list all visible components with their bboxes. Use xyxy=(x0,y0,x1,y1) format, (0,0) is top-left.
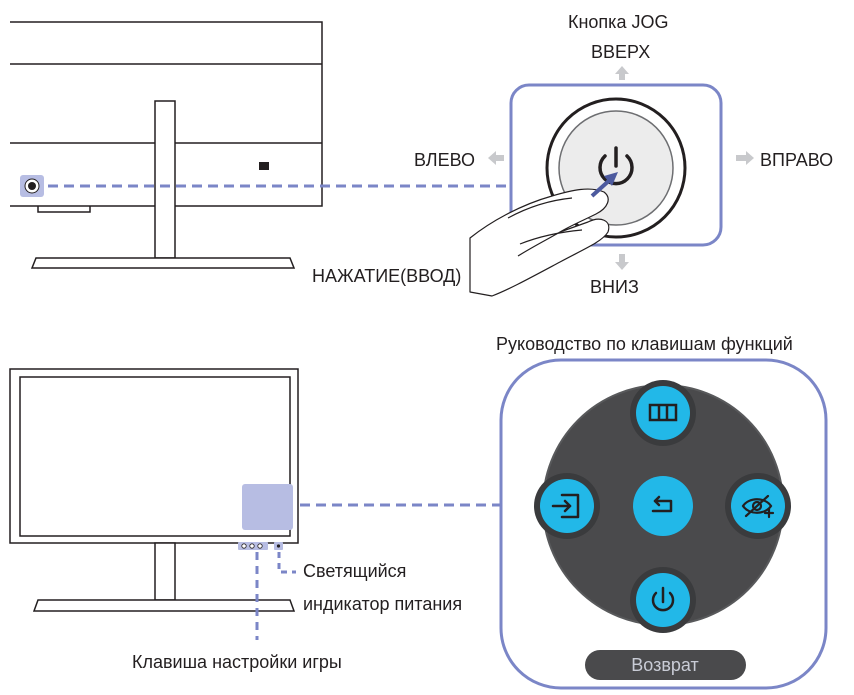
power-indicator-label-2: индикатор питания xyxy=(303,594,463,614)
return-icon xyxy=(651,495,673,513)
rear-jog-button-highlight xyxy=(20,175,44,197)
monitor-rear-view xyxy=(10,21,323,269)
menu-button[interactable] xyxy=(630,380,696,446)
screen-highlight-area xyxy=(242,484,293,530)
return-label-pill: Возврат xyxy=(585,650,746,680)
jog-right-label: ВПРАВО xyxy=(760,150,834,170)
menu-icon xyxy=(648,403,678,422)
jog-press-label: НАЖАТИЕ(ВВОД) xyxy=(312,266,462,286)
hand-illustration xyxy=(469,188,610,297)
power-indicator-label-1: Светящийся xyxy=(303,561,407,581)
arrow-right-icon xyxy=(736,151,754,165)
arrow-left-icon xyxy=(488,151,504,165)
guide-title: Руководство по клавишам функций xyxy=(496,334,793,354)
game-key-label: Клавиша настройки игры xyxy=(132,652,342,672)
power-button[interactable] xyxy=(630,567,696,633)
bezel-keys xyxy=(238,542,283,550)
eye-saver-button[interactable] xyxy=(725,473,791,539)
return-label-text: Возврат xyxy=(631,655,699,675)
power-icon xyxy=(651,586,675,612)
jog-down-label: ВНИЗ xyxy=(590,277,639,297)
input-source-icon xyxy=(551,493,580,519)
source-button[interactable] xyxy=(534,473,600,539)
jog-up-label: ВВЕРХ xyxy=(591,42,651,62)
arrow-down-icon xyxy=(615,254,629,270)
jog-title: Кнопка JOG xyxy=(568,12,669,32)
eye-saver-icon xyxy=(741,494,775,519)
arrow-up-icon xyxy=(615,66,629,80)
jog-left-label: ВЛЕВО xyxy=(414,150,476,170)
rear-port-icon xyxy=(259,162,269,170)
jog-power-icon xyxy=(598,146,634,186)
power-indicator-callout xyxy=(277,552,296,574)
return-button[interactable] xyxy=(633,476,693,536)
press-arrow-icon xyxy=(590,172,618,198)
